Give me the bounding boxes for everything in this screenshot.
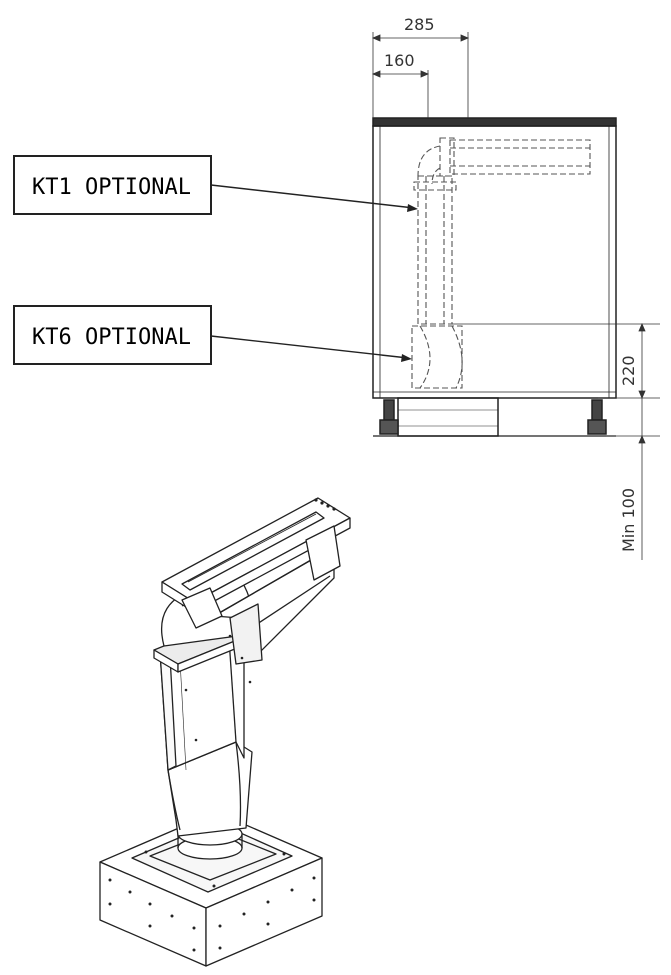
dimension-lines — [371, 32, 660, 560]
cabinet-foot-left — [383, 399, 395, 421]
callout-kt6-leader — [210, 335, 409, 359]
callout-kt1-box — [13, 155, 212, 215]
dim-285: 285 — [404, 15, 435, 34]
cabinet-foot-right — [591, 399, 603, 421]
arrowhead-icon — [401, 354, 412, 362]
callout-kt6-label: KT6 OPTIONAL — [32, 325, 191, 350]
cabinet-body — [372, 125, 617, 399]
iso-hob-bracket — [181, 587, 223, 629]
callout-kt1-label: KT1 OPTIONAL — [32, 175, 191, 200]
callout-kt1-leader — [210, 184, 415, 209]
duct-dashed-path — [411, 137, 591, 389]
callout-kt1: KT1 OPTIONAL — [13, 155, 418, 215]
worktop — [372, 117, 617, 127]
dim-min-100: Min 100 — [619, 488, 638, 552]
dim-220: 220 — [619, 355, 638, 386]
callout-kt6-box — [13, 305, 212, 365]
plinth-box — [397, 397, 499, 437]
arrowhead-icon — [407, 204, 418, 212]
dimension-labels: 285 160 220 Min 100 — [384, 15, 638, 552]
dim-160: 160 — [384, 51, 415, 70]
cabinet-side-view — [372, 117, 617, 437]
isometric-duct-assembly — [99, 497, 351, 967]
callout-kt6: KT6 OPTIONAL — [13, 305, 412, 365]
